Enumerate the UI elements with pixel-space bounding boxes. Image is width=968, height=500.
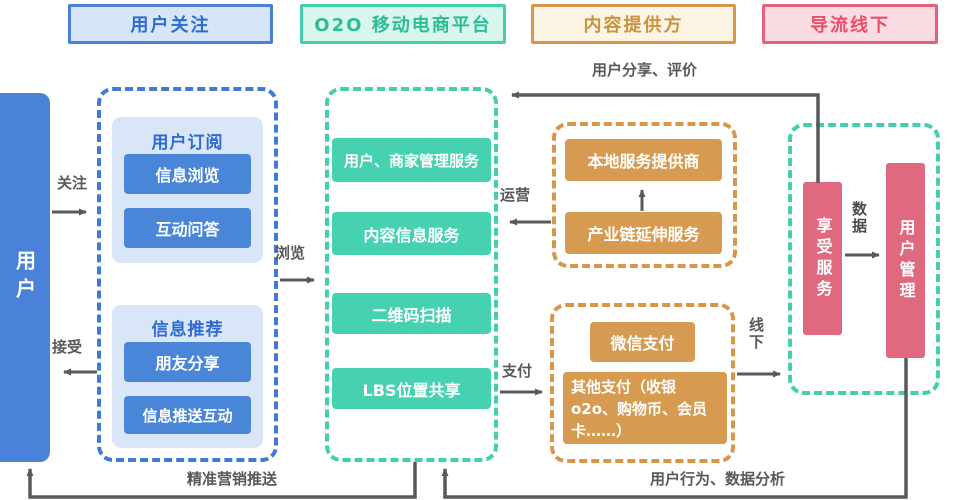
recommend-panel-title: 信息推荐 — [151, 320, 224, 340]
node-local-service-provider: 本地服务提供商 — [565, 139, 722, 181]
pay-arrow-label: 支付 — [502, 362, 533, 380]
node-user-merchant-mgmt: 用户、商家管理服务 — [332, 138, 491, 182]
header-o2o-platform-label: O2O 移动电商平台 — [314, 15, 492, 36]
data-arrow-label: 数据 — [850, 201, 868, 235]
subscribe-panel-title: 用户订阅 — [151, 133, 224, 153]
node-industry-chain-service: 产业链延伸服务 — [565, 212, 722, 254]
user-node-label: 用户 — [12, 249, 37, 306]
browse-arrow-label: 浏览 — [275, 244, 306, 262]
node-qrcode-scan: 二维码扫描 — [332, 293, 491, 334]
node-other-pay: 其他支付（收银o2o、购物币、会员卡……） — [563, 372, 727, 444]
receive-arrow-label: 接受 — [52, 338, 83, 356]
user-node: 用户 — [0, 93, 50, 462]
offline-arrow-label: 线下 — [747, 317, 765, 351]
node-enjoy-service: 享受服务 — [803, 182, 842, 335]
node-user-management: 用户管理 — [886, 163, 925, 358]
node-lbs-location-share: LBS位置共享 — [332, 368, 491, 409]
behavior-analysis-label: 用户行为、数据分析 — [650, 470, 786, 488]
precise-push-label: 精准营销推送 — [187, 470, 278, 488]
node-friend-share: 朋友分享 — [124, 342, 251, 382]
header-content-provider-label: 内容提供方 — [583, 15, 684, 36]
header-user-follow: 用户关注 — [68, 4, 273, 44]
node-info-browse: 信息浏览 — [124, 154, 251, 194]
node-content-info-service: 内容信息服务 — [332, 212, 491, 255]
header-o2o-platform: O2O 移动电商平台 — [300, 4, 506, 44]
header-offline-traffic: 导流线下 — [762, 4, 938, 44]
node-interactive-qa: 互动问答 — [124, 208, 251, 248]
header-offline-traffic-label: 导流线下 — [810, 15, 890, 36]
follow-arrow-label: 关注 — [57, 174, 88, 192]
operate-arrow-label: 运营 — [500, 186, 531, 204]
share-review-label: 用户分享、评价 — [592, 61, 698, 79]
header-user-follow-label: 用户关注 — [130, 15, 211, 36]
header-content-provider: 内容提供方 — [531, 4, 736, 44]
node-wechat-pay: 微信支付 — [590, 322, 695, 362]
node-info-push-interact: 信息推送互动 — [124, 396, 251, 434]
